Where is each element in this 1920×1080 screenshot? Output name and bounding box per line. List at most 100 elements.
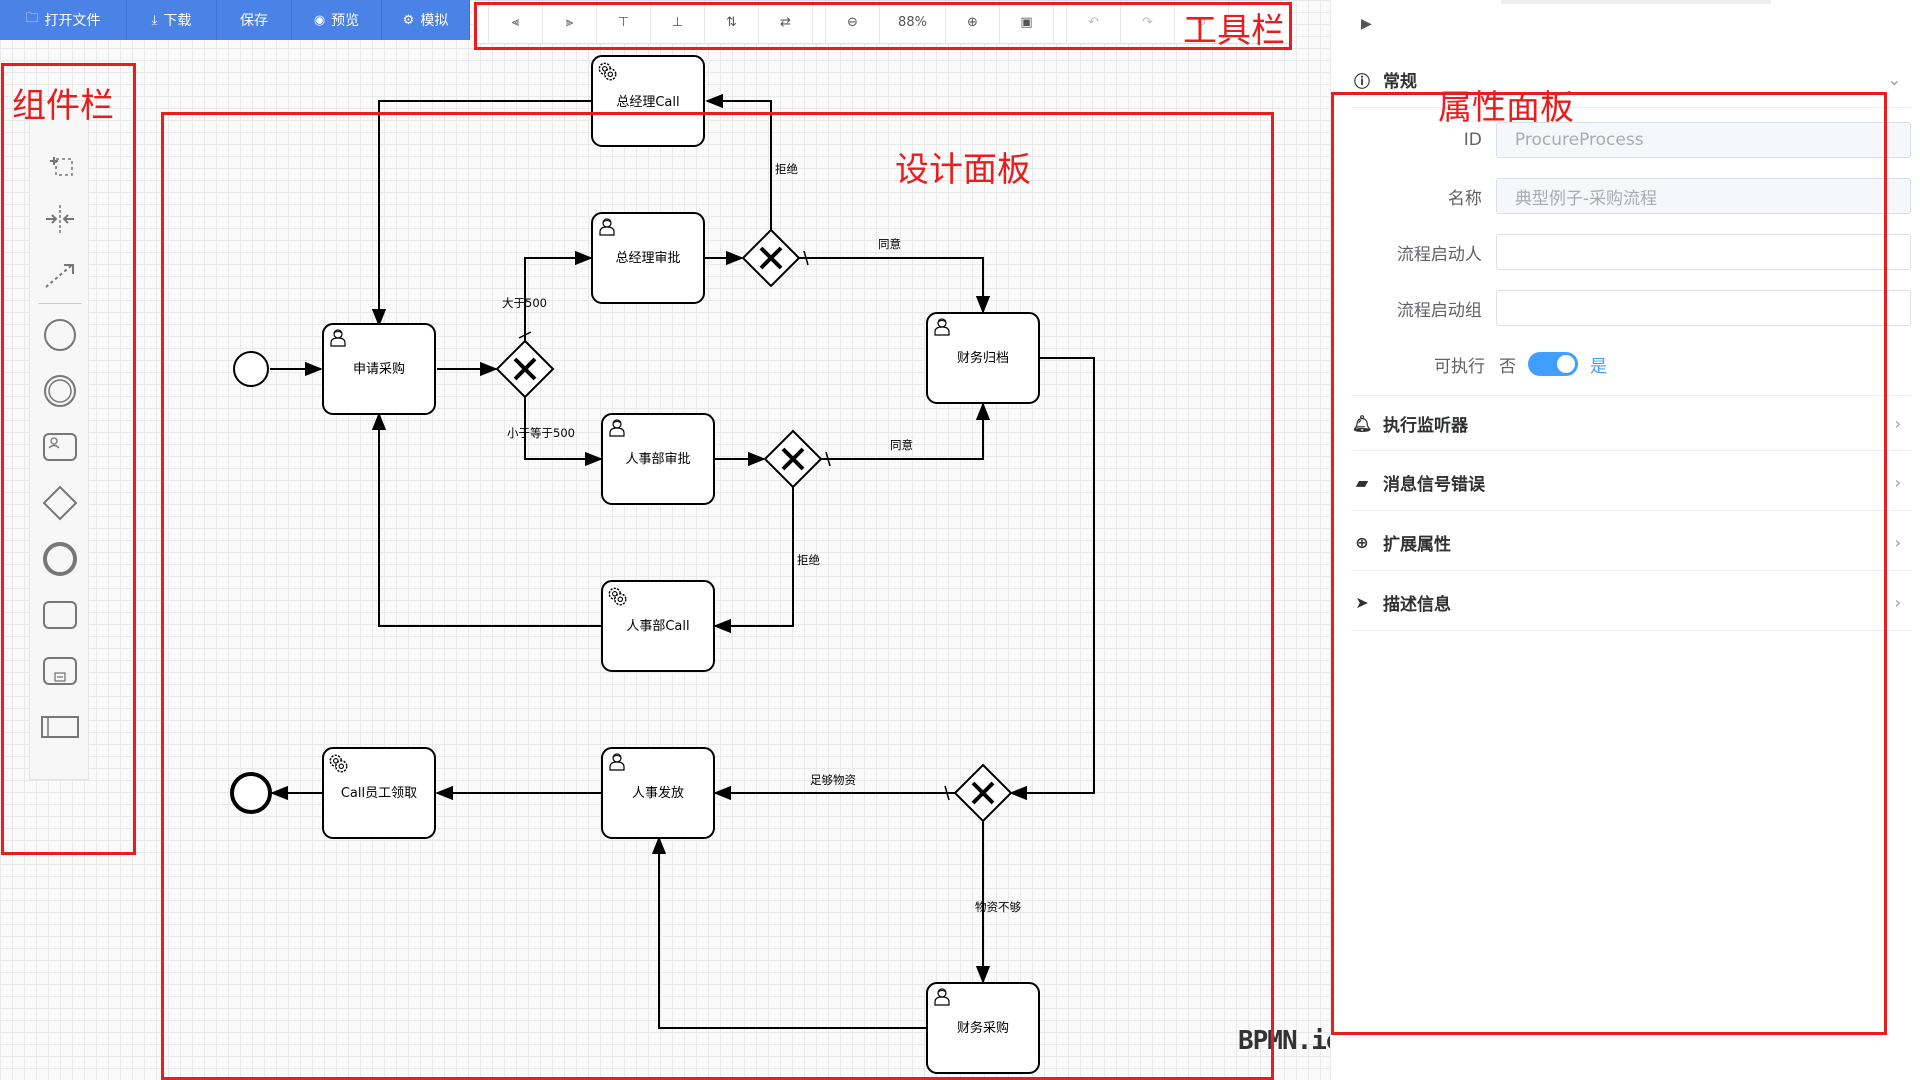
space-tool-icon[interactable] bbox=[38, 197, 82, 241]
label-le500: 小于等于500 bbox=[507, 426, 575, 440]
gateway-amount[interactable] bbox=[495, 339, 555, 399]
message-icon: ▰ bbox=[1355, 473, 1369, 492]
start-event-icon[interactable] bbox=[38, 313, 82, 357]
chevron-down-icon: ⌄ bbox=[1887, 70, 1901, 89]
preview-button[interactable]: ◉ 预览 bbox=[292, 0, 382, 40]
subprocess-icon[interactable] bbox=[38, 649, 82, 693]
switch-off-label[interactable]: 否 bbox=[1499, 356, 1516, 377]
end-event-icon[interactable] bbox=[38, 537, 82, 581]
flow-gt500[interactable] bbox=[524, 250, 593, 342]
flow-reject-mid[interactable] bbox=[713, 487, 794, 634]
zoom-in-button[interactable]: ⊕ bbox=[946, 1, 1000, 43]
flow-purchase-issue[interactable] bbox=[651, 836, 926, 1029]
chevron-right-icon: › bbox=[1894, 413, 1901, 433]
align-vertical-center-icon: ⇅ bbox=[726, 14, 737, 30]
send-icon: ➤ bbox=[1355, 593, 1369, 612]
task-gm-call[interactable]: 总经理Call bbox=[591, 55, 705, 147]
gateway-icon[interactable] bbox=[38, 481, 82, 525]
zoom-out-button[interactable]: ⊖ bbox=[826, 1, 880, 43]
row-name: 名称 bbox=[1351, 177, 1911, 215]
flow-gmcall-apply[interactable] bbox=[371, 100, 591, 327]
chevron-right-icon: › bbox=[1894, 533, 1901, 552]
svg-text:总经理审批: 总经理审批 bbox=[615, 251, 680, 266]
simulate-button[interactable]: ⚙ 模拟 bbox=[382, 0, 470, 40]
flow-archive-gw4[interactable] bbox=[1009, 357, 1095, 801]
gateway-stock[interactable] bbox=[953, 763, 1013, 823]
section-listeners[interactable]: 🔔︎ 执行监听器 › bbox=[1351, 395, 1911, 451]
gateway-gm-decision[interactable] bbox=[741, 228, 801, 288]
task-gm-approve[interactable]: 总经理审批 bbox=[591, 212, 705, 304]
task-hr-call[interactable]: 人事部Call bbox=[601, 580, 715, 672]
switch-on-label[interactable]: 是 bbox=[1590, 356, 1607, 377]
section-description[interactable]: ➤ 描述信息 › bbox=[1351, 575, 1911, 631]
section-general[interactable]: ⓘ 常规 ⌄ bbox=[1351, 52, 1911, 108]
align-middle-button[interactable]: ⇅ bbox=[705, 1, 759, 43]
flow-agree-top[interactable] bbox=[799, 257, 991, 314]
properties-panel: ▶ ⓘ 常规 ⌄ ID 名称 流程启动人 流程启动组 可执行 否 是 🔔︎ 执行… bbox=[1330, 0, 1920, 1080]
bpmn-diagram[interactable]: 总经理Call 总经理审批 申请采购 财务归档 人事部审批 人事部Call bbox=[0, 0, 1330, 1080]
section-extensions[interactable]: ⊕ 扩展属性 › bbox=[1351, 515, 1911, 571]
gateway-hr-decision[interactable] bbox=[763, 429, 823, 489]
folder-icon: 🗀 bbox=[25, 11, 39, 26]
save-button[interactable]: 保存 bbox=[217, 0, 292, 40]
label-enough: 足够物资 bbox=[810, 773, 856, 787]
intermediate-event-icon[interactable] bbox=[38, 369, 82, 413]
zoom-in-icon: ⊕ bbox=[967, 14, 978, 30]
download-button[interactable]: ⤓ 下载 bbox=[127, 0, 217, 40]
task-hr-issue[interactable]: 人事发放 bbox=[601, 747, 715, 839]
section-messages[interactable]: ▰ 消息信号错误 › bbox=[1351, 455, 1911, 511]
open-file-button[interactable]: 🗀 打开文件 bbox=[0, 0, 127, 40]
row-starter: 流程启动人 bbox=[1351, 233, 1911, 271]
name-field[interactable] bbox=[1495, 178, 1911, 214]
flow-reject-top[interactable] bbox=[705, 93, 772, 231]
task-employee-collect[interactable]: Call员工领取 bbox=[322, 747, 436, 839]
task-hr-approve[interactable]: 人事部审批 bbox=[601, 413, 715, 505]
task-icon[interactable] bbox=[38, 593, 82, 637]
fit-view-button[interactable]: ▣ bbox=[1000, 1, 1054, 43]
svg-text:总经理Call: 总经理Call bbox=[616, 95, 679, 110]
align-center-button[interactable]: ⇄ bbox=[759, 1, 813, 43]
label-gt500: 大于500 bbox=[502, 296, 547, 310]
start-event[interactable] bbox=[233, 351, 269, 387]
row-id: ID bbox=[1351, 121, 1911, 159]
redo-button[interactable]: ↷ bbox=[1121, 1, 1175, 43]
connect-tool-icon[interactable] bbox=[38, 253, 82, 297]
label-agree-top: 同意 bbox=[878, 237, 901, 251]
align-bottom-button[interactable]: ⊥ bbox=[651, 1, 705, 43]
align-top-button[interactable]: ⊤ bbox=[597, 1, 651, 43]
label-not-enough: 物资不够 bbox=[975, 900, 1021, 914]
end-event[interactable] bbox=[230, 772, 272, 814]
zoom-out-icon: ⊖ bbox=[847, 14, 858, 30]
pool-icon[interactable] bbox=[38, 705, 82, 749]
svg-text:财务采购: 财务采购 bbox=[957, 1020, 1009, 1036]
flow-agree-mid[interactable] bbox=[821, 402, 991, 460]
bpmn-io-logo[interactable]: BPMN.io bbox=[1238, 1026, 1342, 1056]
align-right-button[interactable]: ⫸ bbox=[543, 1, 597, 43]
align-left-button[interactable]: ⫷ bbox=[489, 1, 543, 43]
row-group: 流程启动组 bbox=[1351, 289, 1911, 327]
gear-icon: ⚙ bbox=[402, 12, 415, 28]
flow-hrcall-apply[interactable] bbox=[371, 412, 601, 627]
reset-button[interactable]: ↻ bbox=[1175, 1, 1229, 43]
user-task-icon[interactable] bbox=[38, 425, 82, 469]
design-canvas[interactable]: 🗀 打开文件 ⤓ 下载 保存 ◉ 预览 ⚙ 模拟 ⫷ ⫸ ⊤ ⊥ ⇅ ⇄ ⊖ 8… bbox=[0, 0, 1342, 1080]
lasso-tool-icon[interactable] bbox=[38, 141, 82, 185]
eye-icon: ◉ bbox=[313, 12, 326, 28]
panel-toggle-icon[interactable]: ▶ bbox=[1361, 16, 1372, 32]
svg-text:申请采购: 申请采购 bbox=[353, 361, 405, 377]
flow-le500[interactable] bbox=[524, 397, 603, 467]
id-field[interactable] bbox=[1495, 122, 1911, 158]
task-finance-purchase[interactable]: 财务采购 bbox=[926, 982, 1040, 1074]
undo-button[interactable]: ↶ bbox=[1067, 1, 1121, 43]
process-starter-field[interactable] bbox=[1495, 234, 1911, 270]
plus-circle-icon: ⊕ bbox=[1355, 533, 1369, 552]
toolbar: ⫷ ⫸ ⊤ ⊥ ⇅ ⇄ ⊖ 88% ⊕ ▣ ↶ ↷ ↻ bbox=[475, 0, 1290, 44]
task-finance-archive[interactable]: 财务归档 bbox=[926, 312, 1040, 404]
chevron-right-icon: › bbox=[1894, 593, 1901, 612]
label-reject-mid: 拒绝 bbox=[797, 553, 820, 567]
executable-switch[interactable] bbox=[1528, 352, 1578, 376]
redo-icon: ↷ bbox=[1142, 14, 1153, 30]
process-group-field[interactable] bbox=[1495, 290, 1911, 326]
fit-view-icon: ▣ bbox=[1020, 14, 1033, 30]
task-apply[interactable]: 申请采购 bbox=[322, 323, 436, 415]
